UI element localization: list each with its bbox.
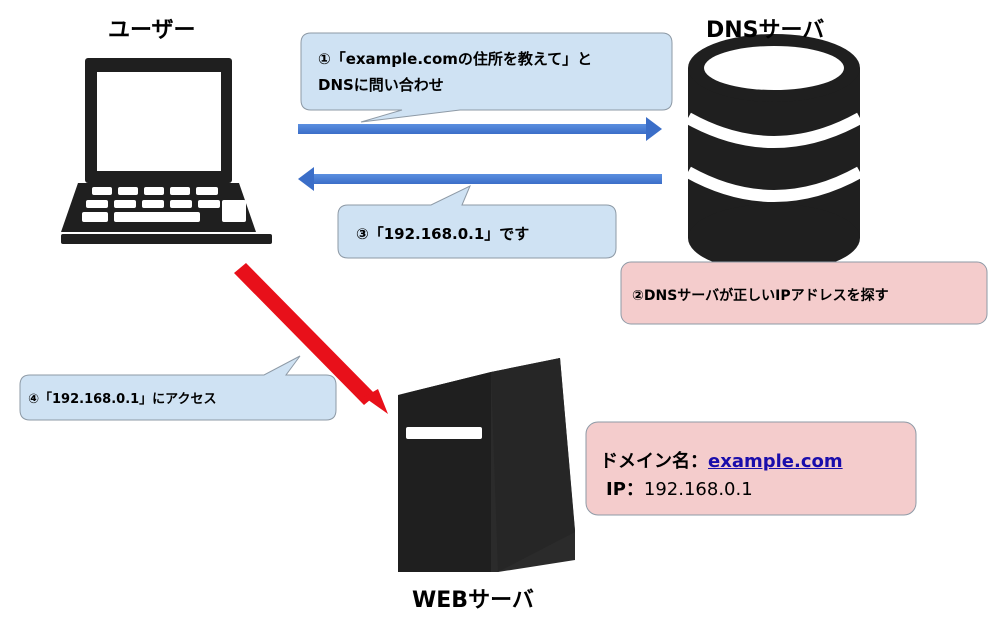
response-arrow — [298, 167, 662, 191]
dns-server-label: DNSサーバ — [706, 18, 825, 43]
domain-label: ドメイン名： — [600, 451, 708, 472]
server-tower-icon — [398, 358, 575, 572]
step4-text: ④「192.168.0.1」にアクセス — [28, 392, 217, 407]
web-info-box — [585, 421, 917, 516]
step1-text-line1: ①「example.comの住所を教えて」と — [318, 50, 593, 68]
callout-step4 — [19, 355, 337, 421]
step2-text: ②DNSサーバが正しいIPアドレスを探す — [632, 288, 889, 304]
web-server-label: WEBサーバ — [412, 588, 534, 613]
ip-row: IP：192.168.0.1 — [606, 475, 753, 501]
step1-text-line2: DNSに問い合わせ — [318, 76, 444, 94]
access-arrow — [234, 263, 388, 414]
callout-step2 — [620, 261, 988, 325]
step3-text: ③「192.168.0.1」です — [356, 225, 530, 243]
request-arrow — [298, 117, 662, 141]
domain-row: ドメイン名：example.com — [600, 447, 843, 473]
ip-label: IP： — [606, 479, 644, 500]
domain-link[interactable]: example.com — [708, 451, 843, 472]
user-label: ユーザー — [108, 18, 196, 43]
callout-step1 — [300, 32, 673, 123]
database-icon — [685, 34, 863, 272]
ip-value: 192.168.0.1 — [643, 479, 753, 500]
laptop-icon — [61, 58, 272, 244]
callout-step3 — [337, 184, 617, 259]
